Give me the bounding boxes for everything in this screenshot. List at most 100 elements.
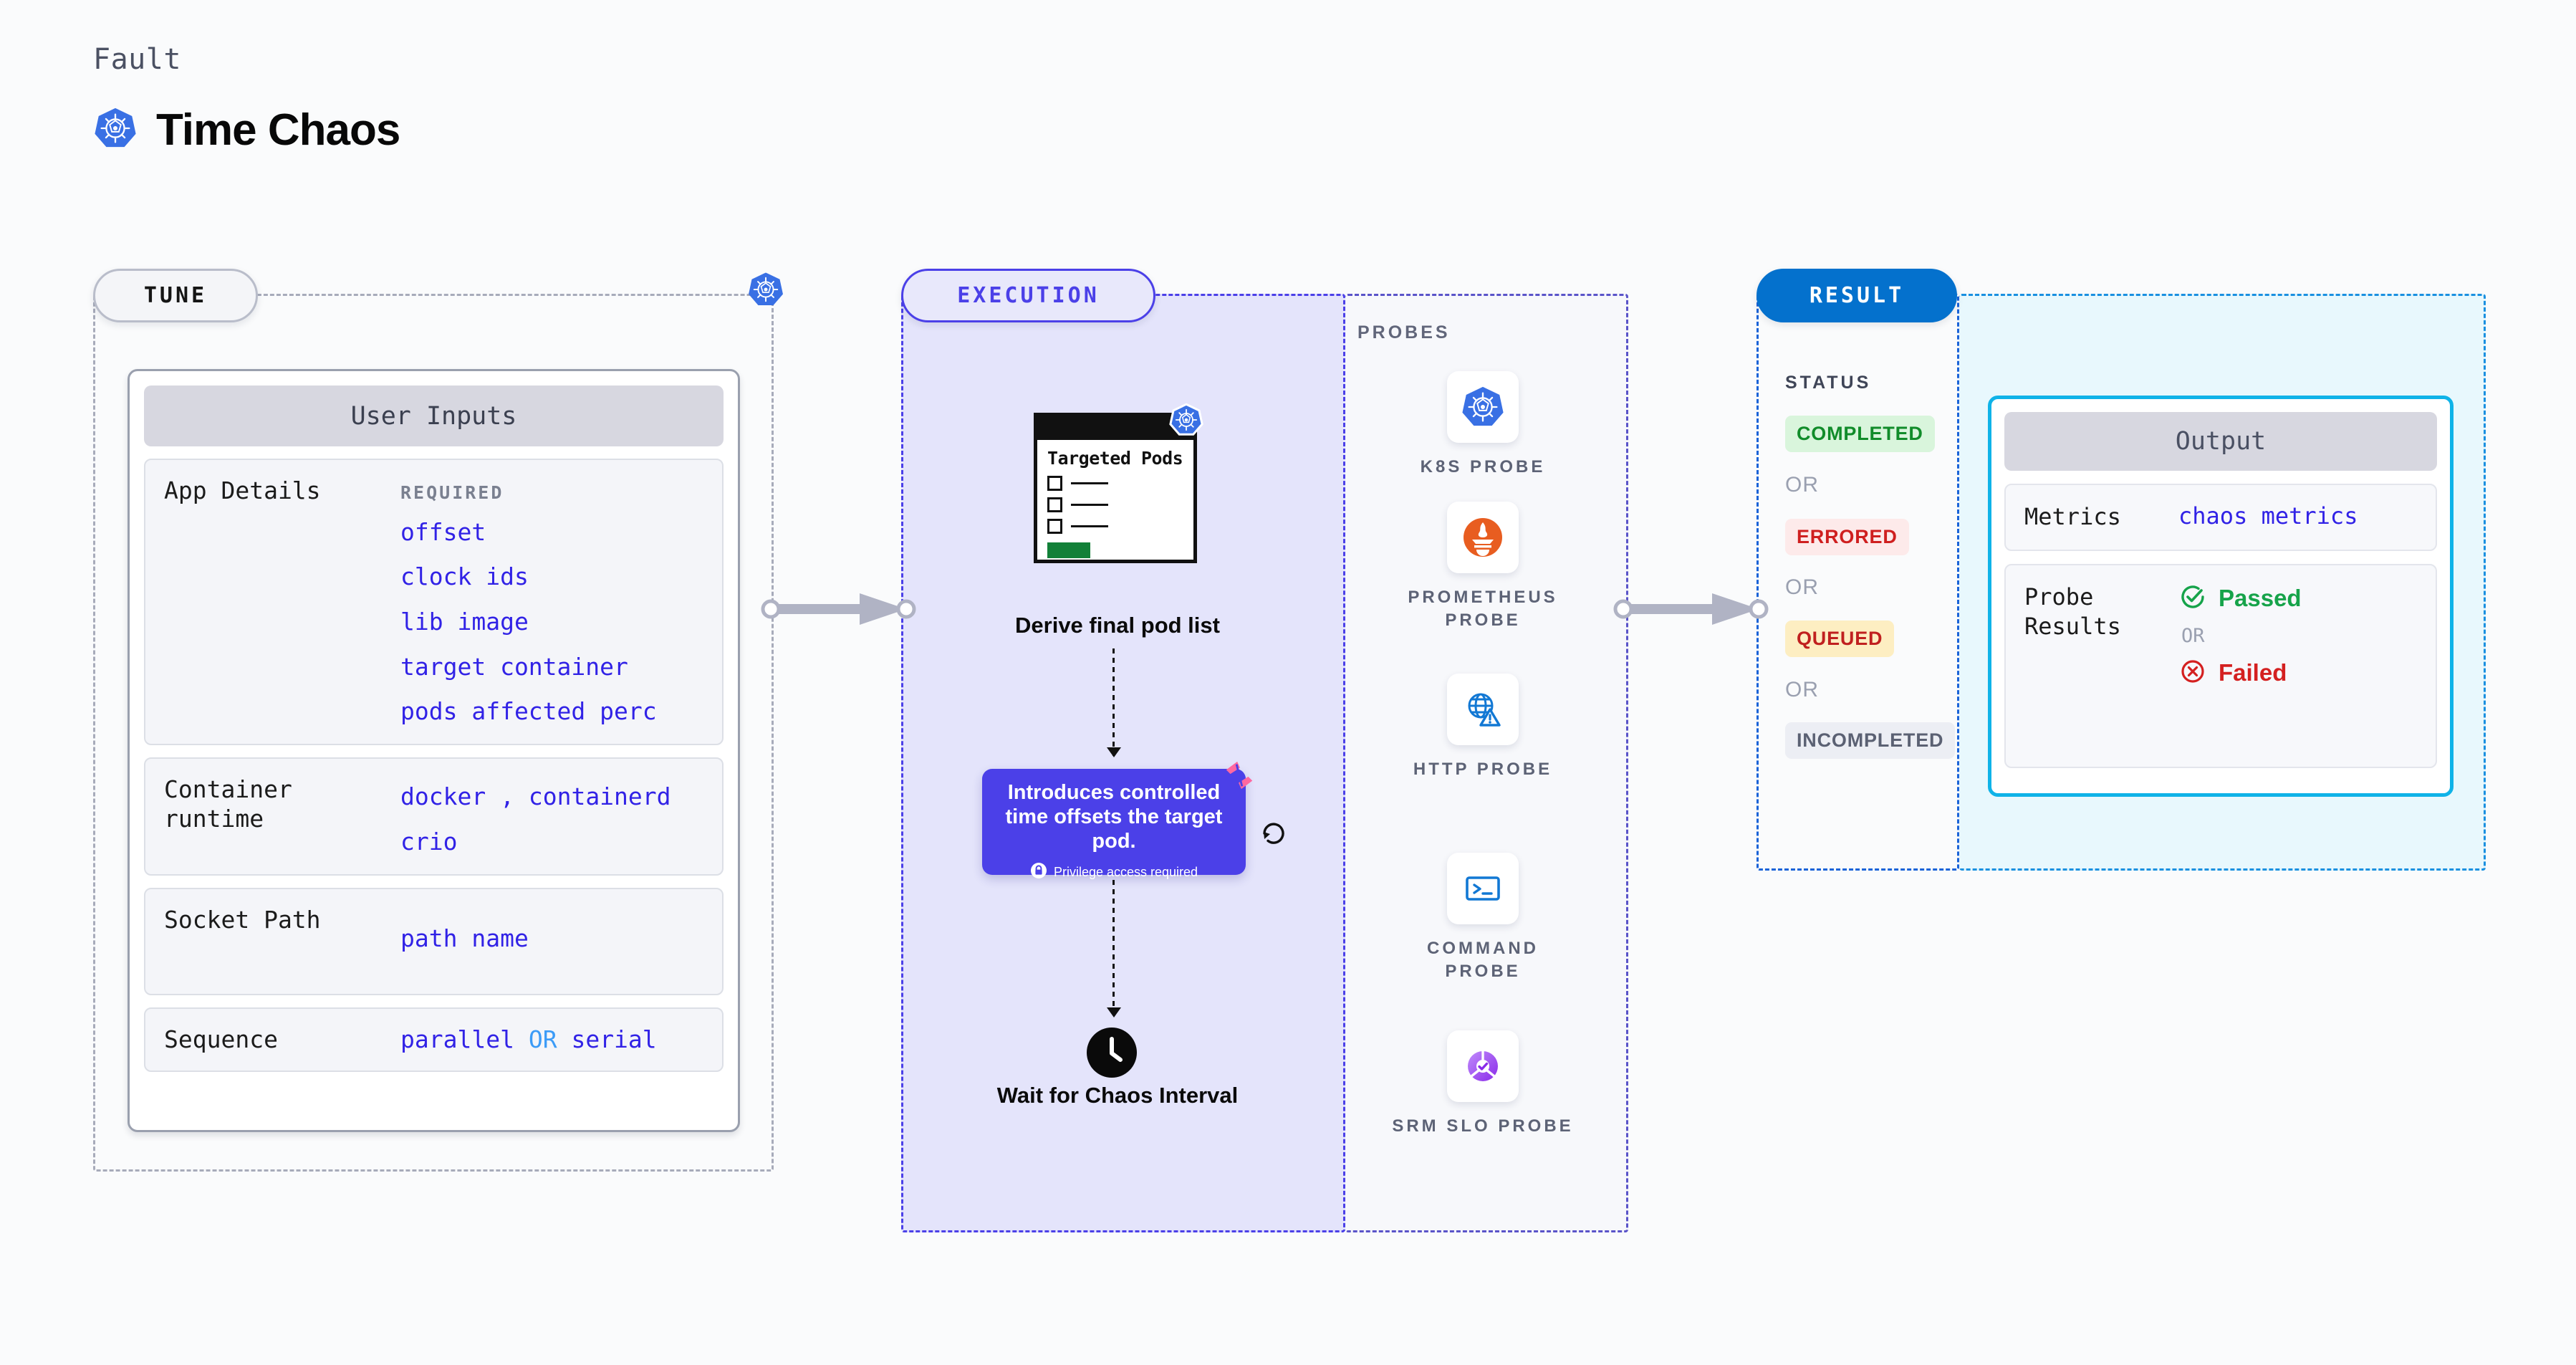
row-label: App Details [164,476,321,504]
user-inputs-title: User Inputs [144,385,724,446]
value-docker[interactable]: docker [400,782,486,810]
output-title: Output [2004,412,2437,471]
input-offset[interactable]: offset [400,517,486,546]
tune-region [93,294,774,1172]
probe-label: K8S PROBE [1420,457,1546,476]
probe-label: PROMETHEUS PROBE [1408,588,1558,631]
pods-card-titlebar [1037,416,1193,440]
value-containerd[interactable]: containerd [528,782,671,810]
probes-heading: PROBES [1357,322,1451,343]
pods-card-title: Targeted Pods [1047,448,1183,469]
row-label: Sequence [164,1025,278,1054]
fault-description-card: Introduces controlled time offsets the t… [982,761,1253,879]
status-badge-incompleted: INCOMPLETED [1785,722,1956,759]
input-pods-affected-perc[interactable]: pods affected perc [400,697,657,726]
probe-result-or: OR [2181,624,2205,647]
metrics-label: Metrics [2024,503,2121,530]
derive-final-pod-list-label: Derive final pod list [1015,613,1220,638]
failed-label: Failed [2219,659,2287,686]
wait-for-chaos-interval-label: Wait for Chaos Interval [996,1083,1239,1108]
status-or: OR [1785,678,1819,701]
probe-label: SRM SLO PROBE [1392,1116,1574,1136]
flow-arrow-down [1107,880,1121,1017]
checkbox-icon [1047,475,1062,491]
required-tag: REQUIRED [400,482,504,503]
checkbox-icon [1047,497,1062,512]
status-badge-errored: ERRORED [1785,519,1909,555]
status-badge-queued: QUEUED [1785,621,1895,657]
tune-row-container-runtime[interactable]: Container runtime docker , containerd cr… [144,757,724,876]
http-globe-warning-icon [1447,674,1519,745]
user-inputs-card: User Inputs App Details REQUIRED offset … [128,369,740,1132]
probe-label: HTTP PROBE [1413,760,1553,779]
input-target-container[interactable]: target container [400,652,628,681]
value-crio[interactable]: crio [400,827,458,856]
probe-result-failed: Failed [2178,657,2302,689]
input-clock-ids[interactable]: clock ids [400,562,529,591]
output-row-probe-results: Probe Results Passed OR [2004,563,2437,768]
value-separator: , [500,782,514,810]
stage-pill-execution[interactable]: EXECUTION [901,269,1155,322]
connector-tune-to-execution [759,588,924,634]
kubernetes-icon [1169,403,1203,441]
output-row-metrics[interactable]: Metrics chaos metrics [2004,484,2437,551]
status-or: OR [1785,575,1819,599]
flow-arrow-down [1107,648,1121,757]
connector-execution-to-result [1612,588,1777,634]
output-card: Output Metrics chaos metrics Probe Resul… [1988,396,2454,797]
placeholder-line [1071,482,1108,484]
stage-pill-tune[interactable]: TUNE [93,269,258,322]
clock-icon [1087,1028,1137,1081]
probe-prometheus[interactable]: PROMETHEUS PROBE [1390,502,1576,633]
probe-srm-slo[interactable]: SRM SLO PROBE [1390,1030,1576,1138]
progress-bar [1047,542,1090,558]
harness-logo-icon [1223,759,1256,795]
input-lib-image[interactable]: lib image [400,607,529,636]
probe-command[interactable]: COMMAND PROBE [1390,853,1576,984]
x-circle-icon [2178,657,2207,689]
probe-http[interactable]: HTTP PROBE [1390,674,1576,781]
value-parallel[interactable]: parallel [400,1025,514,1053]
lock-icon [1030,862,1047,883]
placeholder-line [1071,525,1108,527]
kubernetes-icon [747,271,784,312]
status-or: OR [1785,473,1819,497]
title-row: Time Chaos [93,105,400,155]
probe-result-passed: Passed [2178,583,2302,615]
probe-label: COMMAND PROBE [1427,939,1539,982]
check-circle-icon [2178,583,2207,615]
tune-row-socket-path[interactable]: Socket Path path name [144,888,724,995]
stage-pill-result[interactable]: RESULT [1756,269,1957,322]
probe-results-label: Probe Results [2024,583,2121,641]
value-joiner: OR [528,1025,557,1053]
passed-label: Passed [2219,585,2302,612]
value-serial[interactable]: serial [571,1025,657,1053]
checkbox-icon [1047,518,1062,534]
fault-description-text: Introduces controlled time offsets the t… [1005,781,1223,853]
terminal-icon [1447,853,1519,924]
result-region [1756,294,1959,871]
prometheus-icon [1447,502,1519,573]
probe-k8s[interactable]: K8S PROBE [1390,371,1576,479]
value-path-name[interactable]: path name [400,924,529,952]
refresh-icon[interactable] [1259,818,1289,852]
row-label: Socket Path [164,906,321,934]
row-label: Container runtime [164,775,292,833]
pod-list-item [1047,475,1183,491]
metrics-value[interactable]: chaos metrics [2178,502,2358,530]
pod-list-item [1047,518,1183,534]
privilege-note-text: Privilege access required [1053,864,1198,879]
tune-row-app-details[interactable]: App Details REQUIRED offset clock ids li… [144,459,724,745]
targeted-pods-card: Targeted Pods [1034,413,1197,563]
fault-kicker: Fault [93,43,181,76]
kubernetes-icon [1447,371,1519,443]
placeholder-line [1071,503,1108,506]
status-badge-completed: COMPLETED [1785,416,1935,452]
page-title: Time Chaos [156,105,400,155]
page-header: Fault [93,43,400,155]
kubernetes-icon [93,106,138,154]
status-heading: STATUS [1785,373,1872,393]
srm-slo-donut-icon [1447,1030,1519,1102]
pod-list-item [1047,497,1183,512]
tune-row-sequence[interactable]: Sequence parallel OR serial [144,1007,724,1072]
